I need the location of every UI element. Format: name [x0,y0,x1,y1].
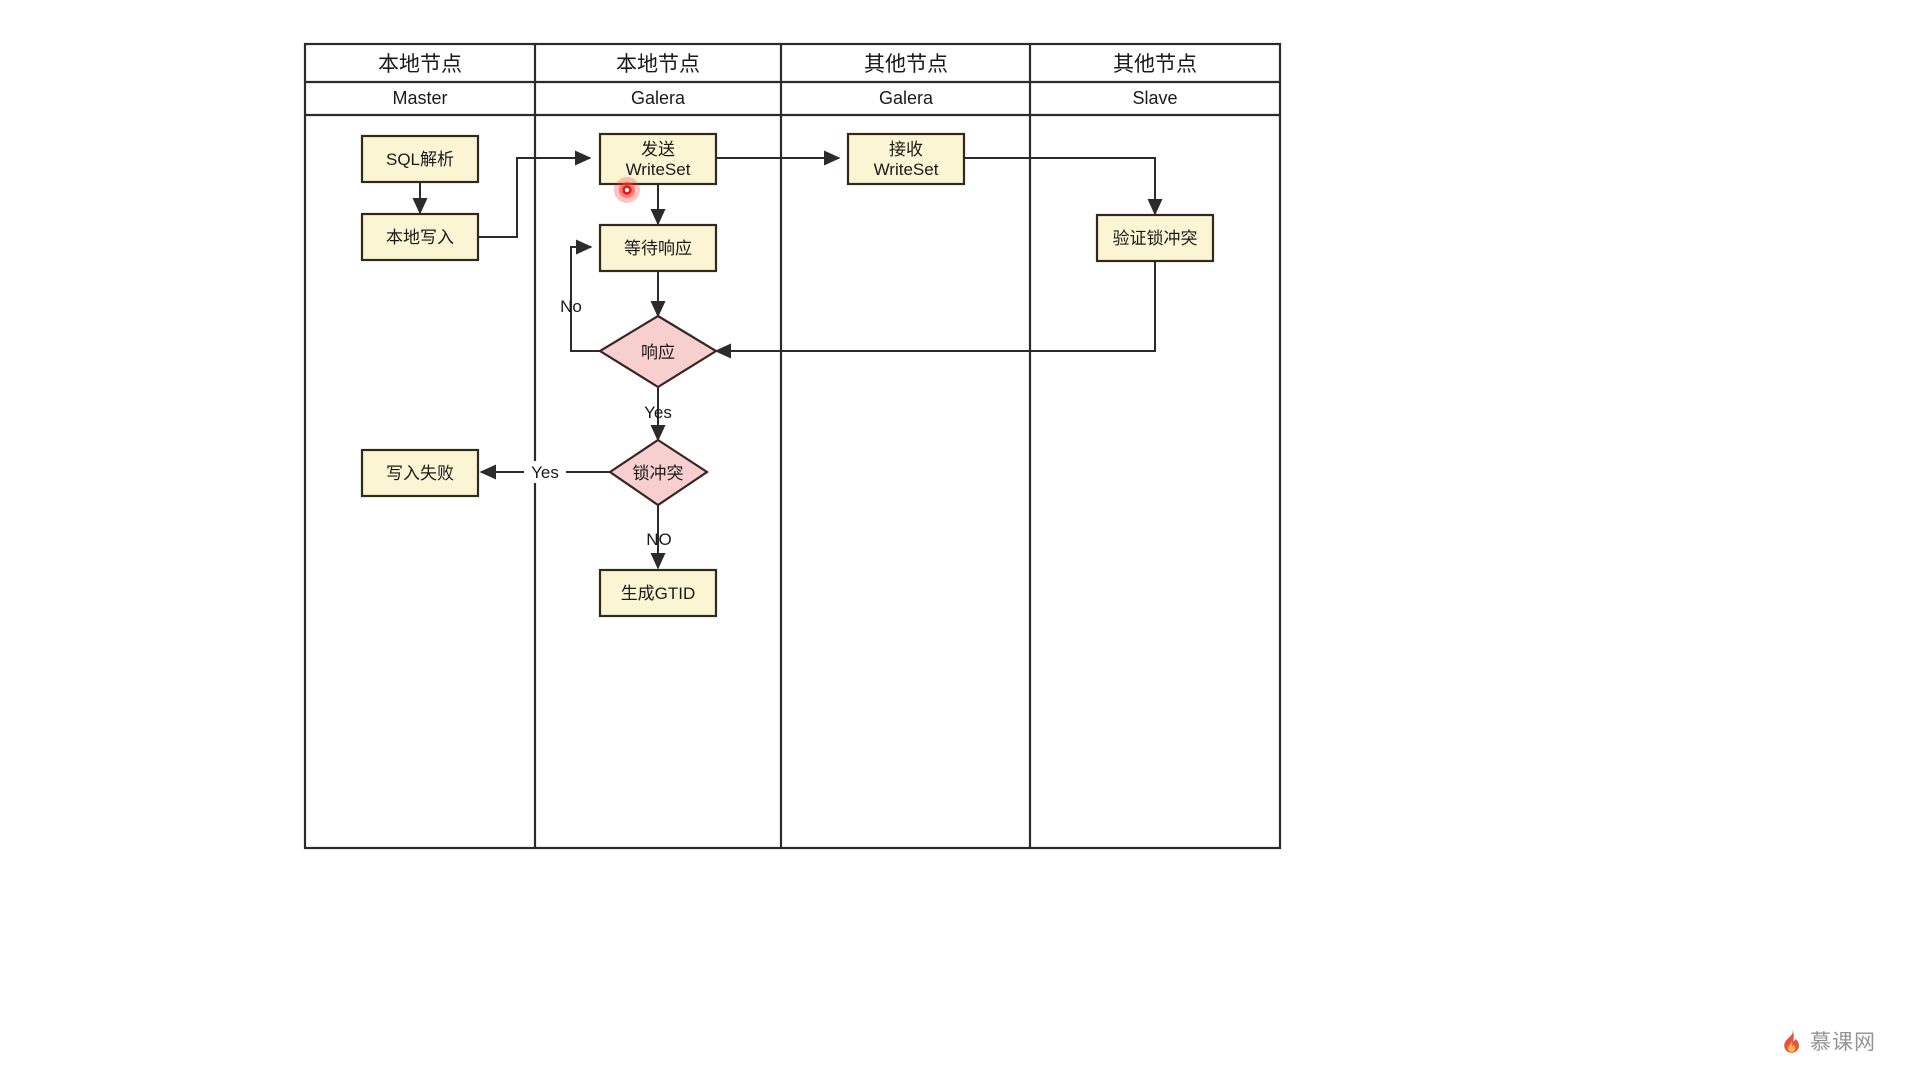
lane-title-master: 本地节点 [378,53,462,76]
node-recv-writeset-box[interactable] [846,132,966,186]
node-sql-parse-box[interactable] [360,134,480,184]
lane-subtitle-galera-other: Galera [879,88,934,108]
click-marker-core [622,185,632,195]
node-local-write-box[interactable] [360,212,480,262]
edge-recvwriteset-to-verifylock [964,157,1163,216]
node-write-fail-box[interactable] [360,448,480,498]
node-wait-response-label: 等待响应 [624,239,692,258]
node-sql-parse[interactable]: SQL解析 [360,134,480,184]
edge-label-lock-yes-group: Yes [524,461,566,483]
node-recv-writeset-label-line2: WriteSet [874,160,939,179]
lane-headers: 本地节点 本地节点 其他节点 其他节点 Master Galera Galera… [378,53,1197,108]
lane-title-galera-local: 本地节点 [616,53,700,76]
node-send-writeset[interactable]: 发送 WriteSet [598,132,718,186]
edge-labels: No Yes Yes NO [524,297,672,549]
node-response-diamond[interactable] [597,314,719,389]
edge-localwrite-to-sendwriteset [478,150,592,238]
node-send-writeset-label-line1: 发送 [641,140,675,159]
swimlane-frame [303,42,1282,850]
watermark-text: 慕课网 [1810,1031,1876,1054]
node-verify-lock[interactable]: 验证锁冲突 [1095,213,1215,263]
edge-label-lock-yes: Yes [531,463,559,482]
node-verify-lock-label: 验证锁冲突 [1113,229,1198,248]
node-response-label: 响应 [641,343,675,362]
edge-label-lock-no: NO [646,530,672,549]
node-write-fail[interactable]: 写入失败 [360,448,480,498]
node-response[interactable]: 响应 [597,314,719,389]
node-lock-conflict-label: 锁冲突 [633,464,684,483]
node-gen-gtid-box[interactable] [598,568,718,618]
node-recv-writeset-label-line1: 接收 [889,140,923,159]
node-lock-conflict[interactable]: 锁冲突 [608,438,709,507]
lane-subtitle-master: Master [392,88,447,108]
node-send-writeset-label-line2: WriteSet [626,160,691,179]
lane-subtitle-slave: Slave [1132,88,1177,108]
node-sql-parse-label: SQL解析 [386,150,454,169]
node-write-fail-label: 写入失败 [386,464,454,483]
node-gen-gtid[interactable]: 生成GTID [598,568,718,618]
edge-verifylock-to-response [714,260,1156,359]
node-gen-gtid-label: 生成GTID [621,584,696,603]
node-send-writeset-box[interactable] [598,132,718,186]
flow-connectors: 等待响应 (left loop) --> 锁冲突 --> 写入失败 --> 生成… [412,150,1163,570]
lane-title-slave: 其他节点 [1113,53,1197,76]
edge-response-no-to-waitresponse [570,239,600,352]
node-local-write[interactable]: 本地写入 [360,212,480,262]
watermark: 慕课网 [1779,1026,1876,1056]
flame-icon [1784,1029,1799,1053]
lane-title-galera-other: 其他节点 [864,53,948,76]
node-local-write-label: 本地写入 [386,228,454,247]
node-wait-response-box[interactable] [598,223,718,273]
node-lock-conflict-diamond[interactable] [608,438,709,507]
click-marker [614,177,640,203]
node-verify-lock-box[interactable] [1095,213,1215,263]
edge-label-response-no: No [560,297,582,316]
node-wait-response[interactable]: 等待响应 [598,223,718,273]
swimlane-outer-border [303,42,1282,850]
lane-subtitle-galera-local: Galera [631,88,686,108]
edge-label-response-yes: Yes [644,403,672,422]
node-recv-writeset[interactable]: 接收 WriteSet [846,132,966,186]
edge-label-lock-yes-bg [524,461,566,483]
